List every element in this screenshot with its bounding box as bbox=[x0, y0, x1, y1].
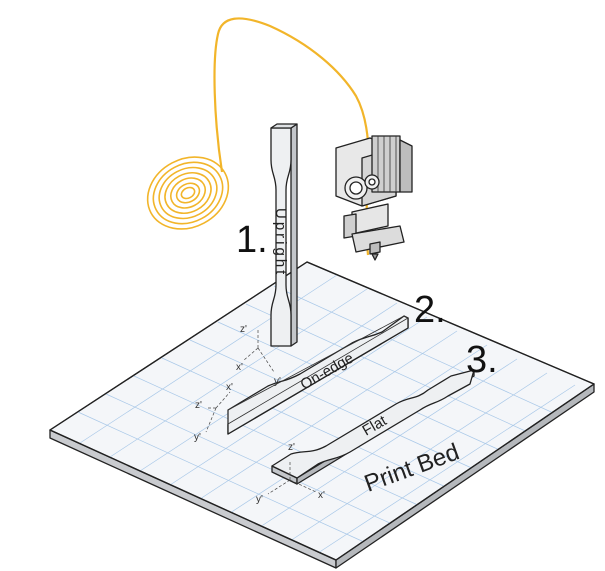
print-bed bbox=[49, 261, 595, 569]
print-bed-top bbox=[49, 261, 595, 561]
axis-x-on-edge: x' bbox=[226, 382, 233, 393]
axes-on-edge bbox=[205, 391, 231, 433]
label-number-2: 2. bbox=[414, 289, 446, 331]
axis-y-on-edge: y' bbox=[194, 432, 201, 443]
upright-label: Upright bbox=[272, 208, 289, 277]
axes-flat bbox=[267, 460, 317, 495]
label-number-3: 3. bbox=[466, 339, 498, 381]
axis-y-flat: y' bbox=[256, 494, 263, 505]
extruder-head bbox=[335, 135, 413, 261]
specimen-upright bbox=[270, 123, 298, 347]
specimen-on-edge bbox=[227, 315, 409, 435]
axis-z-flat: z' bbox=[288, 442, 295, 453]
axis-x-flat: x' bbox=[318, 490, 325, 501]
axis-z-upright: z' bbox=[240, 324, 247, 335]
axis-z-on-edge: z' bbox=[195, 400, 202, 411]
axis-x-upright: x' bbox=[236, 362, 243, 373]
filament-spool bbox=[146, 156, 230, 230]
axis-y-upright: y' bbox=[274, 376, 281, 387]
specimen-flat bbox=[271, 369, 475, 485]
label-number-1: 1. bbox=[236, 219, 268, 261]
axes-upright bbox=[243, 330, 275, 373]
